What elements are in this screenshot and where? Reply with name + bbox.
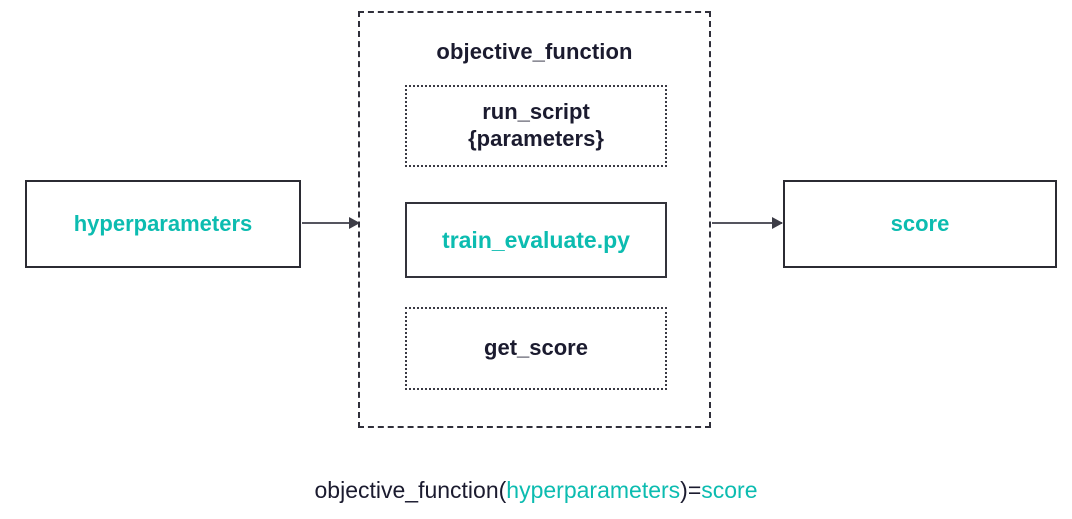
step-run-script-line1: run_script xyxy=(482,99,590,125)
formula-caption: objective_function(hyperparameters)=scor… xyxy=(0,477,1072,504)
objective-function-container[interactable]: objective_function run_script {parameter… xyxy=(358,11,711,428)
step-train-evaluate[interactable]: train_evaluate.py xyxy=(405,202,667,278)
node-score[interactable]: score xyxy=(783,180,1057,268)
step-run-script[interactable]: run_script {parameters} xyxy=(405,85,667,167)
arrow-container-to-output xyxy=(712,222,782,224)
formula-arg: hyperparameters xyxy=(506,477,681,503)
formula-middle: )= xyxy=(680,477,702,503)
node-hyperparameters-label: hyperparameters xyxy=(73,210,253,236)
formula-prefix: objective_function( xyxy=(314,477,507,503)
arrow-input-to-container xyxy=(302,222,359,224)
formula-result: score xyxy=(701,477,758,503)
step-train-evaluate-label: train_evaluate.py xyxy=(442,226,630,253)
step-run-script-line2: {parameters} xyxy=(468,126,604,151)
step-get-score[interactable]: get_score xyxy=(405,307,667,390)
node-hyperparameters[interactable]: hyperparameters xyxy=(25,180,301,268)
step-get-score-label: get_score xyxy=(484,335,588,361)
node-score-label: score xyxy=(890,210,950,236)
objective-function-title: objective_function xyxy=(436,39,633,64)
